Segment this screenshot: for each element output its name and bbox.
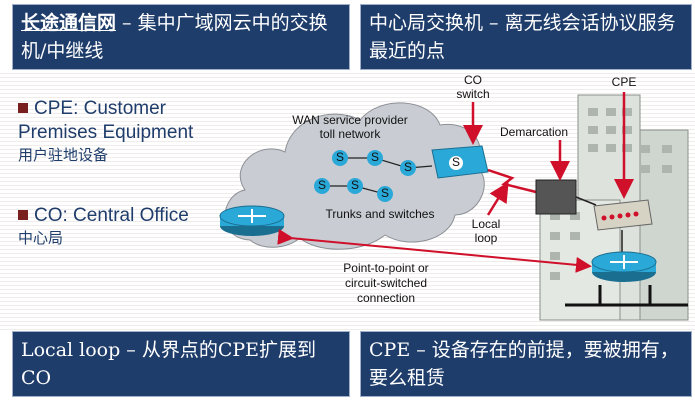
switch-glyph: S xyxy=(336,150,344,164)
p2p-label-line2: circuit-switched xyxy=(345,276,427,290)
co-switch-desc: 中心局交换机 – 离无线会话协议服务最近的点 xyxy=(369,12,676,62)
bullet-cpe-cn: 用户驻地设备 xyxy=(18,147,109,164)
local-loop-label-line1: Local xyxy=(472,217,501,231)
bullet-co-line1: CO: Central Office xyxy=(34,205,189,226)
local-loop-arrow xyxy=(486,181,509,216)
panel-local-loop: Local loop – 从界点的CPE扩展到CO xyxy=(12,331,350,397)
demarcation-box xyxy=(535,179,577,215)
bullet-co: CO: Central Office 中心局 xyxy=(18,204,189,250)
panel-co-switch: 中心局交换机 – 离无线会话协议服务最近的点 xyxy=(360,4,692,70)
cloud-switches xyxy=(314,150,416,202)
cpe-label: CPE xyxy=(612,75,637,89)
switch-glyph: S xyxy=(381,186,389,200)
bullet-square-icon xyxy=(18,103,28,113)
switch-glyph: S xyxy=(351,178,359,192)
local-loop-label-line2: loop xyxy=(475,231,498,245)
bullet-cpe-line2: Premises Equipment xyxy=(18,122,194,143)
co-switch-label-line2: switch xyxy=(456,87,489,101)
p2p-label-line3: connection xyxy=(357,291,415,305)
cloud-label-line1: WAN service provider xyxy=(292,113,408,127)
co-switch-glyph: S xyxy=(452,155,460,169)
bullet-square-icon xyxy=(18,210,28,220)
switch-glyph: S xyxy=(404,160,412,174)
co-switch-box: S xyxy=(431,145,489,179)
bullet-cpe: CPE: Customer Premises Equipment 用户驻地设备 xyxy=(18,97,193,167)
panel-toll-network: 长途通信网 – 集中广域网云中的交换机/中继线 xyxy=(12,4,350,70)
bullet-co-cn: 中心局 xyxy=(18,230,64,247)
cpe-desc: CPE – 设备存在的前提，要被拥有，要么租赁 xyxy=(369,339,679,389)
trunks-label: Trunks and switches xyxy=(326,207,435,221)
cloud-label-line2: toll network xyxy=(320,127,382,141)
p2p-arrow xyxy=(277,228,592,273)
bullet-cpe-line1: CPE: Customer xyxy=(34,98,166,119)
p2p-label-line1: Point-to-point or xyxy=(343,261,428,275)
building-router-icon xyxy=(591,251,657,282)
panel-cpe: CPE – 设备存在的前提，要被拥有，要么租赁 xyxy=(360,331,692,397)
remote-router-icon xyxy=(219,205,285,236)
toll-network-desc: – 集中广域网云中的交换机/中继线 xyxy=(21,12,328,62)
demarcation-label: Demarcation xyxy=(500,125,568,139)
toll-network-title: 长途通信网 xyxy=(21,12,117,34)
local-loop-line xyxy=(487,168,537,194)
lan-bus xyxy=(565,285,688,307)
switch-glyph: S xyxy=(371,150,379,164)
local-loop-desc: Local loop – 从界点的CPE扩展到CO xyxy=(21,339,317,389)
switch-glyph: S xyxy=(318,178,326,192)
cpe-device xyxy=(593,199,653,231)
co-switch-label-line1: CO xyxy=(464,73,482,87)
